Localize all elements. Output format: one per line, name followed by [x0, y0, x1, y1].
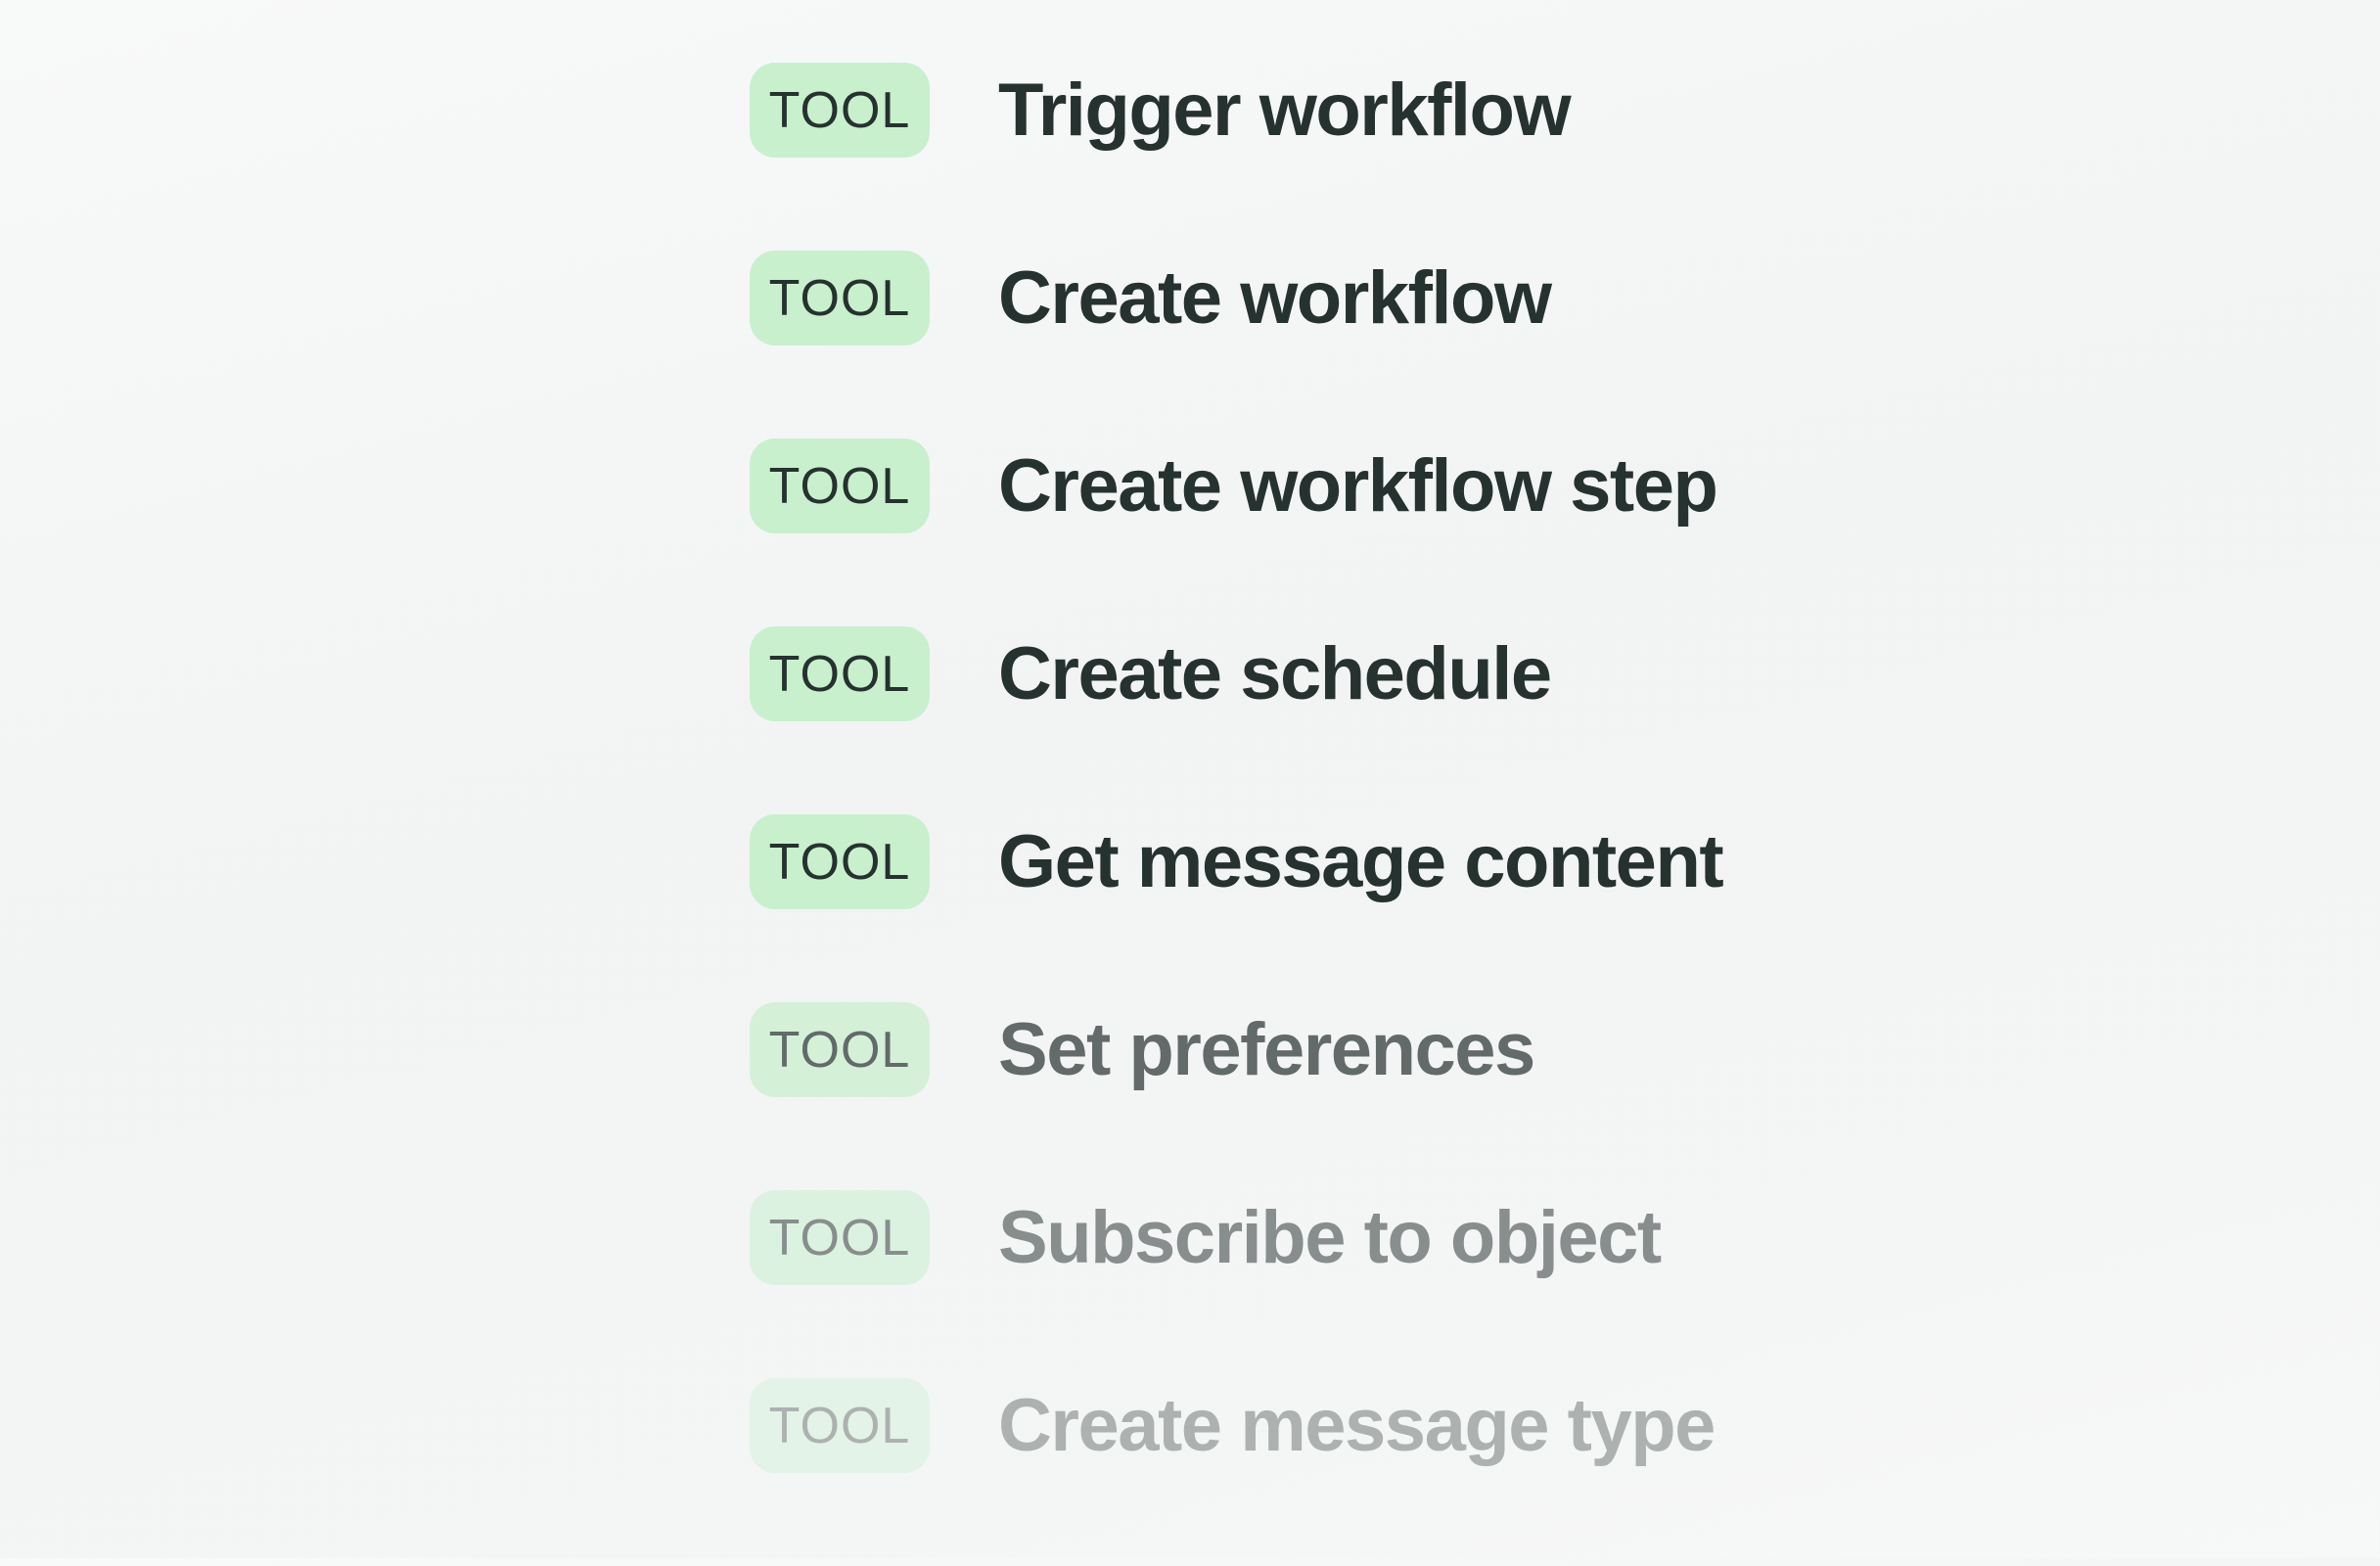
tool-label: Create message type: [998, 1389, 1715, 1463]
tool-row[interactable]: TOOL Create schedule: [750, 626, 1722, 721]
tool-badge-label: TOOL: [769, 1025, 911, 1076]
tool-row[interactable]: TOOL Create workflow step: [750, 438, 1722, 533]
tool-badge-label: TOOL: [769, 837, 911, 888]
tool-badge: TOOL: [750, 626, 930, 721]
tool-label: Trigger workflow: [998, 73, 1570, 148]
tool-badge-label: TOOL: [769, 1213, 911, 1264]
tool-badge: TOOL: [750, 63, 930, 158]
tool-label: Set preferences: [998, 1013, 1534, 1087]
tool-badge: TOOL: [750, 1002, 930, 1097]
tool-badge-label: TOOL: [769, 85, 911, 136]
tool-badge: TOOL: [750, 1190, 930, 1285]
tool-list: TOOL Trigger workflow TOOL Create workfl…: [750, 63, 1722, 1566]
tool-badge-label: TOOL: [769, 649, 911, 700]
tool-badge: TOOL: [750, 1378, 930, 1473]
tool-row[interactable]: TOOL Get message content: [750, 814, 1722, 909]
tool-badge: TOOL: [750, 251, 930, 345]
tool-label: Get message content: [998, 825, 1722, 899]
tool-label: Create workflow step: [998, 449, 1716, 524]
tool-badge-label: TOOL: [769, 461, 911, 512]
tool-label: Create workflow: [998, 261, 1551, 336]
tool-badge-label: TOOL: [769, 273, 911, 324]
tool-badge: TOOL: [750, 814, 930, 909]
tool-badge-label: TOOL: [769, 1401, 911, 1451]
tool-row[interactable]: TOOL Create message type: [750, 1378, 1722, 1473]
tool-row[interactable]: TOOL Trigger workflow: [750, 63, 1722, 158]
tool-label: Create schedule: [998, 637, 1551, 712]
tool-label: Subscribe to object: [998, 1201, 1661, 1275]
tool-row[interactable]: TOOL Create workflow: [750, 251, 1722, 345]
tool-row[interactable]: TOOL Subscribe to object: [750, 1190, 1722, 1285]
tool-badge: TOOL: [750, 438, 930, 533]
tool-row[interactable]: TOOL Set preferences: [750, 1002, 1722, 1097]
